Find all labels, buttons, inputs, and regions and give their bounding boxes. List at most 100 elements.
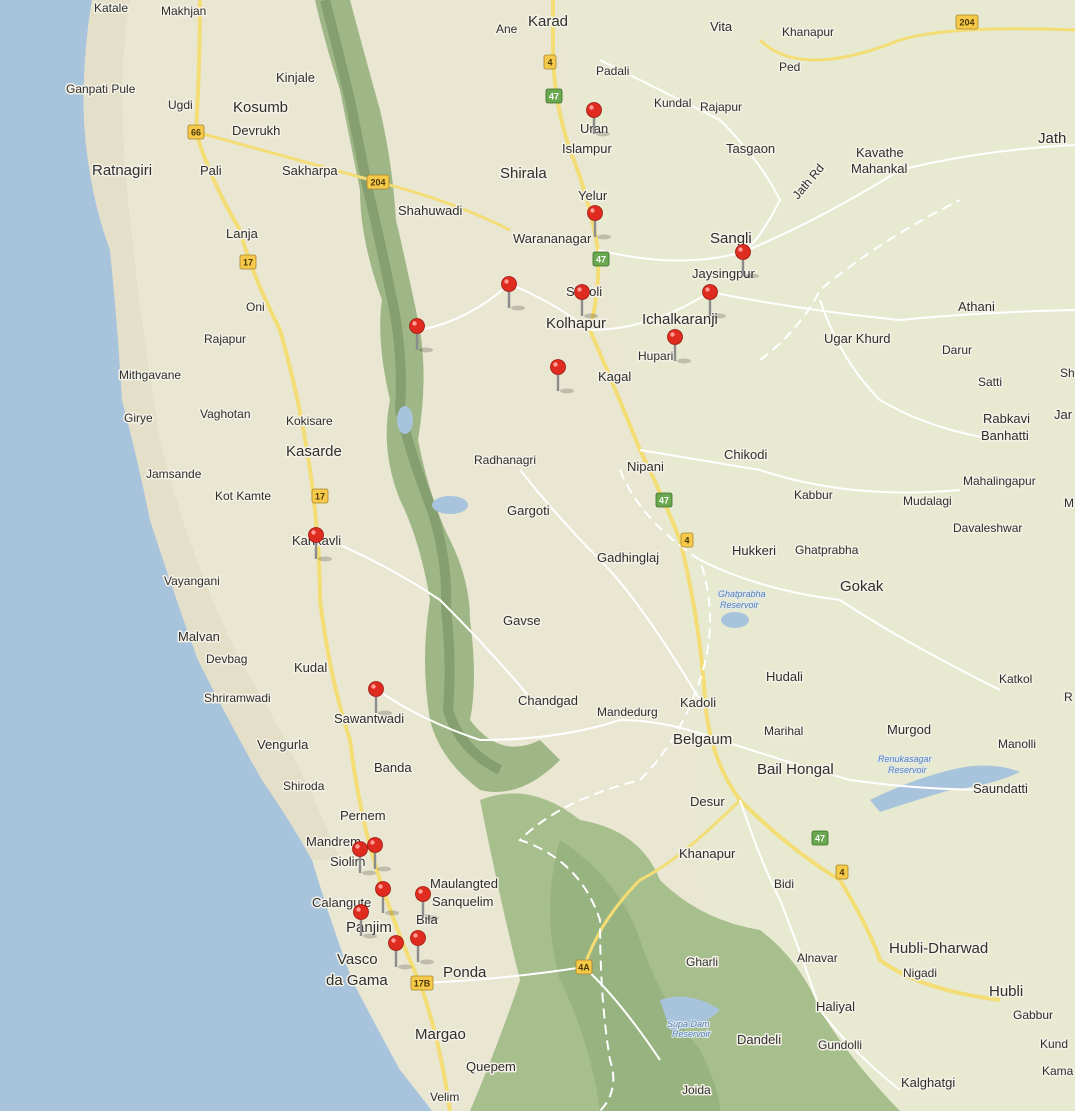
place-label-margao: Margao	[415, 1026, 466, 1043]
highway-shield-label: 47	[815, 834, 825, 844]
place-label-kundal: Kundal	[654, 96, 691, 110]
place-label-kabbur: Kabbur	[794, 488, 833, 502]
place-label-warananagar: Warananagar	[513, 231, 592, 246]
place-label-pernem: Pernem	[340, 808, 386, 823]
place-label-marihal: Marihal	[764, 724, 803, 738]
highway-shield-label: 47	[659, 496, 669, 506]
place-label-hubli-dharwad: Hubli-Dharwad	[889, 940, 988, 957]
water-label-ghatprabha: Ghatprabha	[718, 589, 766, 599]
place-label-hukkeri: Hukkeri	[732, 543, 776, 558]
map-pin[interactable]	[352, 841, 377, 876]
highway-shield-label: 4	[547, 58, 552, 68]
map-pin[interactable]	[735, 244, 760, 279]
place-label-jar: Jar	[1054, 407, 1073, 422]
highway-shield-4: 4	[543, 54, 557, 70]
map-pin[interactable]	[375, 881, 400, 916]
nh4-road	[551, 0, 1001, 1002]
place-label-panjim: Panjim	[346, 919, 392, 936]
place-label-kagal: Kagal	[598, 369, 631, 384]
map-pin[interactable]	[410, 930, 435, 965]
map-pin[interactable]	[367, 837, 392, 872]
nh4a-road	[582, 798, 742, 968]
place-label-nipani: Nipani	[627, 459, 664, 474]
place-label-desur: Desur	[690, 794, 725, 809]
place-label-banda: Banda	[374, 760, 412, 775]
highway-shield-66: 66	[187, 124, 205, 140]
place-label-ratnagiri: Ratnagiri	[92, 162, 152, 179]
place-label-manolli: Manolli	[998, 737, 1036, 751]
map-pin[interactable]	[388, 935, 413, 970]
place-label-banhatti: Banhatti	[981, 428, 1029, 443]
place-label-mandedurg: Mandedurg	[597, 705, 658, 719]
place-label-ponda: Ponda	[443, 964, 487, 981]
map-pin[interactable]	[368, 681, 393, 716]
highway-shield-204: 204	[955, 14, 979, 30]
map-pin[interactable]	[586, 102, 611, 137]
highway-shield-47: 47	[655, 492, 673, 508]
place-label-ghatprabha: Ghatprabha	[795, 543, 859, 557]
place-label-murgod: Murgod	[887, 722, 931, 737]
road-network	[193, 0, 1075, 1112]
place-label-sawantwadi: Sawantwadi	[334, 711, 404, 726]
place-label-da-gama: da Gama	[326, 972, 388, 989]
place-label-maulangted: Maulangted	[430, 876, 498, 891]
highway-shield-label: 204	[959, 18, 974, 28]
nh17-road	[193, 0, 452, 1112]
highway-shield-17: 17	[311, 488, 329, 504]
place-label-karad: Karad	[528, 13, 568, 30]
highway-shield-17b: 17B	[410, 975, 434, 991]
place-label-tasgaon: Tasgaon	[726, 141, 775, 156]
map-pin[interactable]	[353, 904, 378, 939]
coastal-strip	[83, 0, 341, 860]
place-label-kalghatgi: Kalghatgi	[901, 1075, 955, 1090]
place-label-khanapur: Khanapur	[679, 846, 736, 861]
place-label-sh: Sh	[1060, 366, 1075, 380]
map-pin[interactable]	[550, 359, 575, 394]
map-pin[interactable]	[415, 886, 440, 921]
map-pin[interactable]	[667, 329, 692, 364]
place-label-alnavar: Alnavar	[797, 951, 838, 965]
place-label-joida: Joida	[682, 1083, 711, 1097]
place-label-belgaum: Belgaum	[673, 731, 732, 748]
place-label-kama: Kama	[1042, 1064, 1074, 1078]
place-label-katkol: Katkol	[999, 672, 1032, 686]
supa-reservoir	[660, 996, 720, 1030]
place-label-devrukh: Devrukh	[232, 123, 280, 138]
highway-shield-label: 17	[243, 258, 253, 268]
place-label-m: M	[1064, 496, 1074, 510]
place-label-darur: Darur	[942, 343, 972, 357]
place-label-katale: Katale	[94, 1, 128, 15]
map-markers[interactable]	[308, 102, 760, 970]
place-label-kosumb: Kosumb	[233, 99, 288, 116]
place-label-bidi: Bidi	[774, 877, 794, 891]
place-label-kot-kamte: Kot Kamte	[215, 489, 271, 503]
map-pin[interactable]	[574, 284, 599, 319]
water-label-reservoir: Reservoir	[888, 765, 928, 775]
map-pin[interactable]	[587, 205, 612, 240]
place-label-hupari: Hupari	[638, 349, 673, 363]
place-label-kund: Kund	[1040, 1037, 1068, 1051]
place-label-kolhapur: Kolhapur	[546, 315, 606, 332]
place-label-saundatti: Saundatti	[973, 781, 1028, 796]
place-label-pali: Pali	[200, 163, 222, 178]
map-pin[interactable]	[409, 318, 434, 353]
highway-shield-label: 4	[839, 868, 844, 878]
place-label-shriramwadi: Shriramwadi	[204, 691, 271, 705]
place-label-vengurla: Vengurla	[257, 737, 309, 752]
map-pin[interactable]	[308, 527, 333, 562]
water-label-reservoir: Reservoir	[720, 600, 760, 610]
place-label-mandrem: Mandrem	[306, 834, 361, 849]
map-pin[interactable]	[501, 276, 526, 311]
highway-shield-label: 204	[370, 178, 385, 188]
place-label-mahankal: Mahankal	[851, 161, 907, 176]
map-pin[interactable]	[702, 284, 727, 319]
highway-shield-label: 17	[315, 492, 325, 502]
highway-shield-label: 17B	[414, 979, 431, 989]
place-label-athani: Athani	[958, 299, 995, 314]
place-label-padali: Padali	[596, 64, 629, 78]
place-label-mahalingapur: Mahalingapur	[963, 474, 1036, 488]
